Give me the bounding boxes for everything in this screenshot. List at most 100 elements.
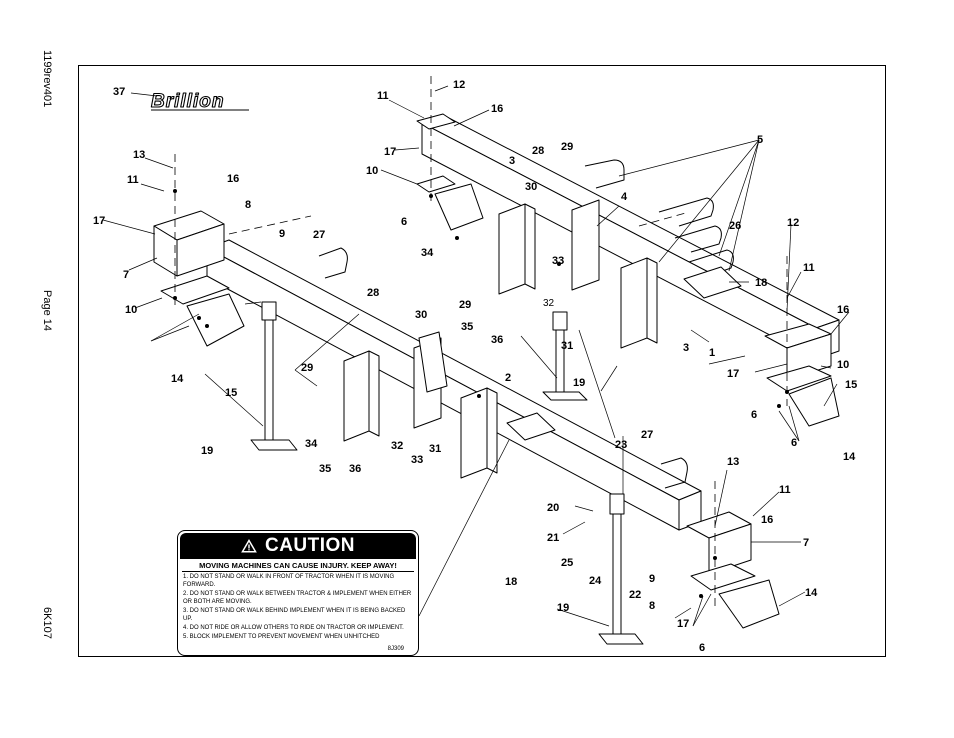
caution-header: CAUTION <box>180 533 416 559</box>
callout-17-left: 17 <box>93 215 105 227</box>
callout-9-lower: 9 <box>649 573 655 585</box>
callout-24: 24 <box>589 575 602 587</box>
diagram-frame: Brillion <box>78 65 886 657</box>
callout-16-right: 16 <box>837 304 849 316</box>
callout-17-right: 17 <box>727 368 739 380</box>
callout-12: 12 <box>453 79 465 91</box>
exploded-parts-diagram: Brillion <box>93 76 857 654</box>
right-end-bracket-1 <box>764 323 840 427</box>
callout-10-left: 10 <box>125 304 137 316</box>
callout-10-right: 10 <box>837 359 849 371</box>
callout-16: 16 <box>491 103 503 115</box>
callout-18: 18 <box>755 277 767 289</box>
callout-6-right-b: 6 <box>791 437 797 449</box>
callout-30-mid: 30 <box>415 309 427 321</box>
callout-26: 26 <box>729 220 741 232</box>
callout-19-mid: 19 <box>573 377 585 389</box>
callout-33: 33 <box>552 255 564 267</box>
callout-17-lower: 17 <box>677 618 689 630</box>
callout-6-lower: 6 <box>699 642 705 654</box>
callout-16-left: 16 <box>227 173 239 185</box>
callout-14-right: 14 <box>843 451 856 463</box>
callout-8: 8 <box>245 199 251 211</box>
callout-5: 5 <box>757 134 763 146</box>
callout-28-mid: 28 <box>367 287 379 299</box>
top-end-bracket <box>416 113 484 231</box>
callout-35-lower: 35 <box>319 463 331 475</box>
callout-9: 9 <box>279 228 285 240</box>
main-beam-2 <box>206 239 702 531</box>
callout-4: 4 <box>621 191 628 203</box>
callout-labels: 37 11 12 16 17 10 3 28 29 30 4 5 6 26 12… <box>93 79 857 654</box>
caution-decal: CAUTION MOVING MACHINES CAN CAUSE INJURY… <box>177 530 419 656</box>
callout-11: 11 <box>377 90 389 102</box>
callout-8-lower: 8 <box>649 600 655 612</box>
jack-stand-left <box>250 301 298 451</box>
callout-23: 23 <box>615 439 627 451</box>
decal-plate-upper <box>683 266 742 299</box>
callout-16-lower: 16 <box>761 514 773 526</box>
callout-2: 2 <box>505 372 511 384</box>
callout-25: 25 <box>561 557 573 569</box>
callout-3-right: 3 <box>683 342 689 354</box>
callout-28: 28 <box>532 145 544 157</box>
warning-triangle-icon <box>241 539 257 553</box>
callout-14-lower: 14 <box>805 587 818 599</box>
callout-31: 31 <box>561 340 573 352</box>
callout-30: 30 <box>525 181 537 193</box>
brillion-logo: Brillion <box>151 91 224 112</box>
decal-plate-lower <box>506 412 556 441</box>
callout-13-lower: 13 <box>727 456 739 468</box>
callout-10: 10 <box>366 165 378 177</box>
caution-title: CAUTION <box>264 535 356 556</box>
callout-3: 3 <box>509 155 515 167</box>
leader-lines <box>102 85 850 627</box>
callout-11-right: 11 <box>803 262 815 274</box>
caution-rule-2: 2. DO NOT STAND OR WALK BETWEEN TRACTOR … <box>183 591 412 605</box>
left-end-bracket <box>153 210 245 347</box>
right-end-bracket-2 <box>686 511 780 629</box>
jack-stand-right <box>598 493 644 645</box>
callout-20: 20 <box>547 502 559 514</box>
callout-22: 22 <box>629 589 641 601</box>
callout-34-lower: 34 <box>305 438 318 450</box>
callout-32: 32 <box>543 298 555 309</box>
callout-1: 1 <box>709 347 715 359</box>
callout-12-right: 12 <box>787 217 799 229</box>
callout-29-left: 29 <box>301 362 313 374</box>
doc-id: 1199rev401 <box>41 50 53 108</box>
callout-33-lower: 33 <box>411 454 423 466</box>
callout-17: 17 <box>384 146 396 158</box>
callout-34: 34 <box>421 247 434 259</box>
callout-19-left: 19 <box>201 445 213 457</box>
caution-rule-1: 1. DO NOT STAND OR WALK IN FRONT OF TRAC… <box>183 574 395 588</box>
caution-subtitle: MOVING MACHINES CAN CAUSE INJURY. KEEP A… <box>182 561 414 572</box>
callout-15-left: 15 <box>225 387 237 399</box>
hitch-plates-upper <box>498 199 658 349</box>
hardware-fasteners <box>173 189 789 598</box>
callout-19-lower: 19 <box>557 602 569 614</box>
caution-rule-5: 5. BLOCK IMPLEMENT TO PREVENT MOVEMENT W… <box>183 634 380 640</box>
callout-11-lower: 11 <box>779 484 791 496</box>
callout-29-mid: 29 <box>459 299 471 311</box>
callout-31-lower: 31 <box>429 443 441 455</box>
callout-37: 37 <box>113 86 125 98</box>
callout-36-lower: 36 <box>349 463 361 475</box>
callout-6-right: 6 <box>751 409 757 421</box>
callout-18-lower: 18 <box>505 576 517 588</box>
callout-27: 27 <box>313 229 325 241</box>
callout-15-right: 15 <box>845 379 857 391</box>
part-number: 6K107 <box>41 607 53 639</box>
callout-27-lower: 27 <box>641 429 653 441</box>
callout-13: 13 <box>133 149 145 161</box>
hitch-plates-lower <box>343 331 498 479</box>
jack-stand-middle <box>542 311 588 401</box>
callout-29: 29 <box>561 141 573 153</box>
callout-36: 36 <box>491 334 503 346</box>
callout-6: 6 <box>401 216 407 228</box>
caution-rule-4: 4. DO NOT RIDE OR ALLOW OTHERS TO RIDE O… <box>183 625 404 631</box>
callout-32-lower: 32 <box>391 440 403 452</box>
caution-code: 8J309 <box>387 646 404 652</box>
callout-35: 35 <box>461 321 473 333</box>
callout-21: 21 <box>547 532 559 544</box>
